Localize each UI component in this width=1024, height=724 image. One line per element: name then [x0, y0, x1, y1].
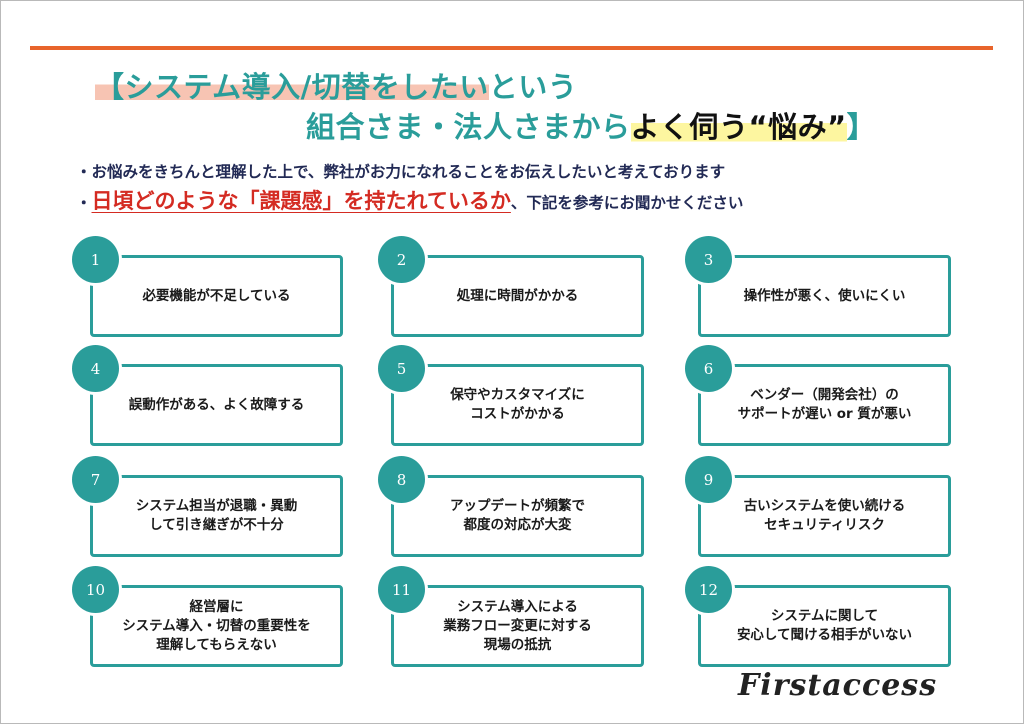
issue-card-text: システム担当が退職・異動 して引き継ぎが不十分 [135, 498, 298, 533]
number-badge: 8 [378, 456, 425, 503]
number-badge: 6 [685, 345, 732, 392]
number-badge: 2 [378, 236, 425, 283]
number-badge: 4 [72, 345, 119, 392]
firstaccess-logo: Firstaccess [738, 668, 938, 703]
issue-card-text: アップデートが頻繁で 都度の対応が大変 [450, 498, 585, 533]
issue-card-text: 経営層に システム導入・切替の重要性を 理解してもらえない [122, 598, 311, 653]
issue-card-5: 保守やカスタマイズに コストがかかる [391, 364, 644, 446]
number-badge: 3 [685, 236, 732, 283]
intro-line-1: ・お悩みをきちんと理解した上で、弊社がお力になれることをお伝えしたいと考えており… [76, 163, 726, 181]
issue-card-text: 必要機能が不足している [142, 287, 291, 304]
issue-card-10: 経営層に システム導入・切替の重要性を 理解してもらえない [90, 585, 343, 667]
issue-card-text: 保守やカスタマイズに コストがかかる [450, 387, 585, 422]
issue-card-text: ベンダー（開発会社）の サポートが遅い or 質が悪い [737, 387, 912, 422]
issue-card-9: 古いシステムを使い続ける セキュリティリスク [698, 475, 951, 557]
title-line-1-rest: という [488, 70, 578, 104]
intro-red-emphasis: 日頃どのような「課題感」を持たれているか [91, 189, 511, 213]
intro-bullet: ・ [76, 194, 92, 212]
issue-card-text: システム導入による 業務フロー変更に対する 現場の抵抗 [443, 598, 592, 653]
issue-card-text: システムに関して 安心して聞ける相手がいない [736, 608, 913, 643]
issue-card-text: 操作性が悪く、使いにくい [743, 287, 906, 304]
issue-card-7: システム担当が退職・異動 して引き継ぎが不十分 [90, 475, 343, 557]
issue-card-6: ベンダー（開発会社）の サポートが遅い or 質が悪い [698, 364, 951, 446]
intro-line-2-rest: 、下記を参考にお聞かせください [510, 194, 744, 212]
issue-card-8: アップデートが頻繁で 都度の対応が大変 [391, 475, 644, 557]
title-line-2-start: 組合さま・法人さまから [306, 110, 631, 144]
issue-card-3: 操作性が悪く、使いにくい [698, 255, 951, 337]
issue-card-text: 誤動作がある、よく故障する [128, 396, 305, 413]
title-line-1: 【システム導入/切替をしたいという [95, 64, 577, 106]
title-line-2-end: 】 [846, 110, 877, 144]
issue-card-text: 古いシステムを使い続ける セキュリティリスク [743, 498, 906, 533]
number-badge: 5 [378, 345, 425, 392]
issue-card-4: 誤動作がある、よく故障する [90, 364, 343, 446]
issue-card-12: システムに関して 安心して聞ける相手がいない [698, 585, 951, 667]
number-badge: 9 [685, 456, 732, 503]
issue-card-1: 必要機能が不足している [90, 255, 343, 337]
number-badge: 11 [378, 566, 425, 613]
title-highlight-yellow: よく伺う“悩み” [630, 110, 847, 144]
issue-card-2: 処理に時間がかかる [391, 255, 644, 337]
title-highlight-pink: 【システム導入/切替をしたい [95, 70, 489, 104]
number-badge: 10 [72, 566, 119, 613]
number-badge: 12 [685, 566, 732, 613]
title-line-2: 組合さま・法人さまからよく伺う“悩み”】 [306, 104, 876, 146]
number-badge: 1 [72, 236, 119, 283]
top-rule [30, 46, 993, 50]
issue-card-text: 処理に時間がかかる [456, 287, 579, 304]
intro-line-2: ・日頃どのような「課題感」を持たれているか、下記を参考にお聞かせください [76, 185, 743, 215]
number-badge: 7 [72, 456, 119, 503]
issue-card-11: システム導入による 業務フロー変更に対する 現場の抵抗 [391, 585, 644, 667]
